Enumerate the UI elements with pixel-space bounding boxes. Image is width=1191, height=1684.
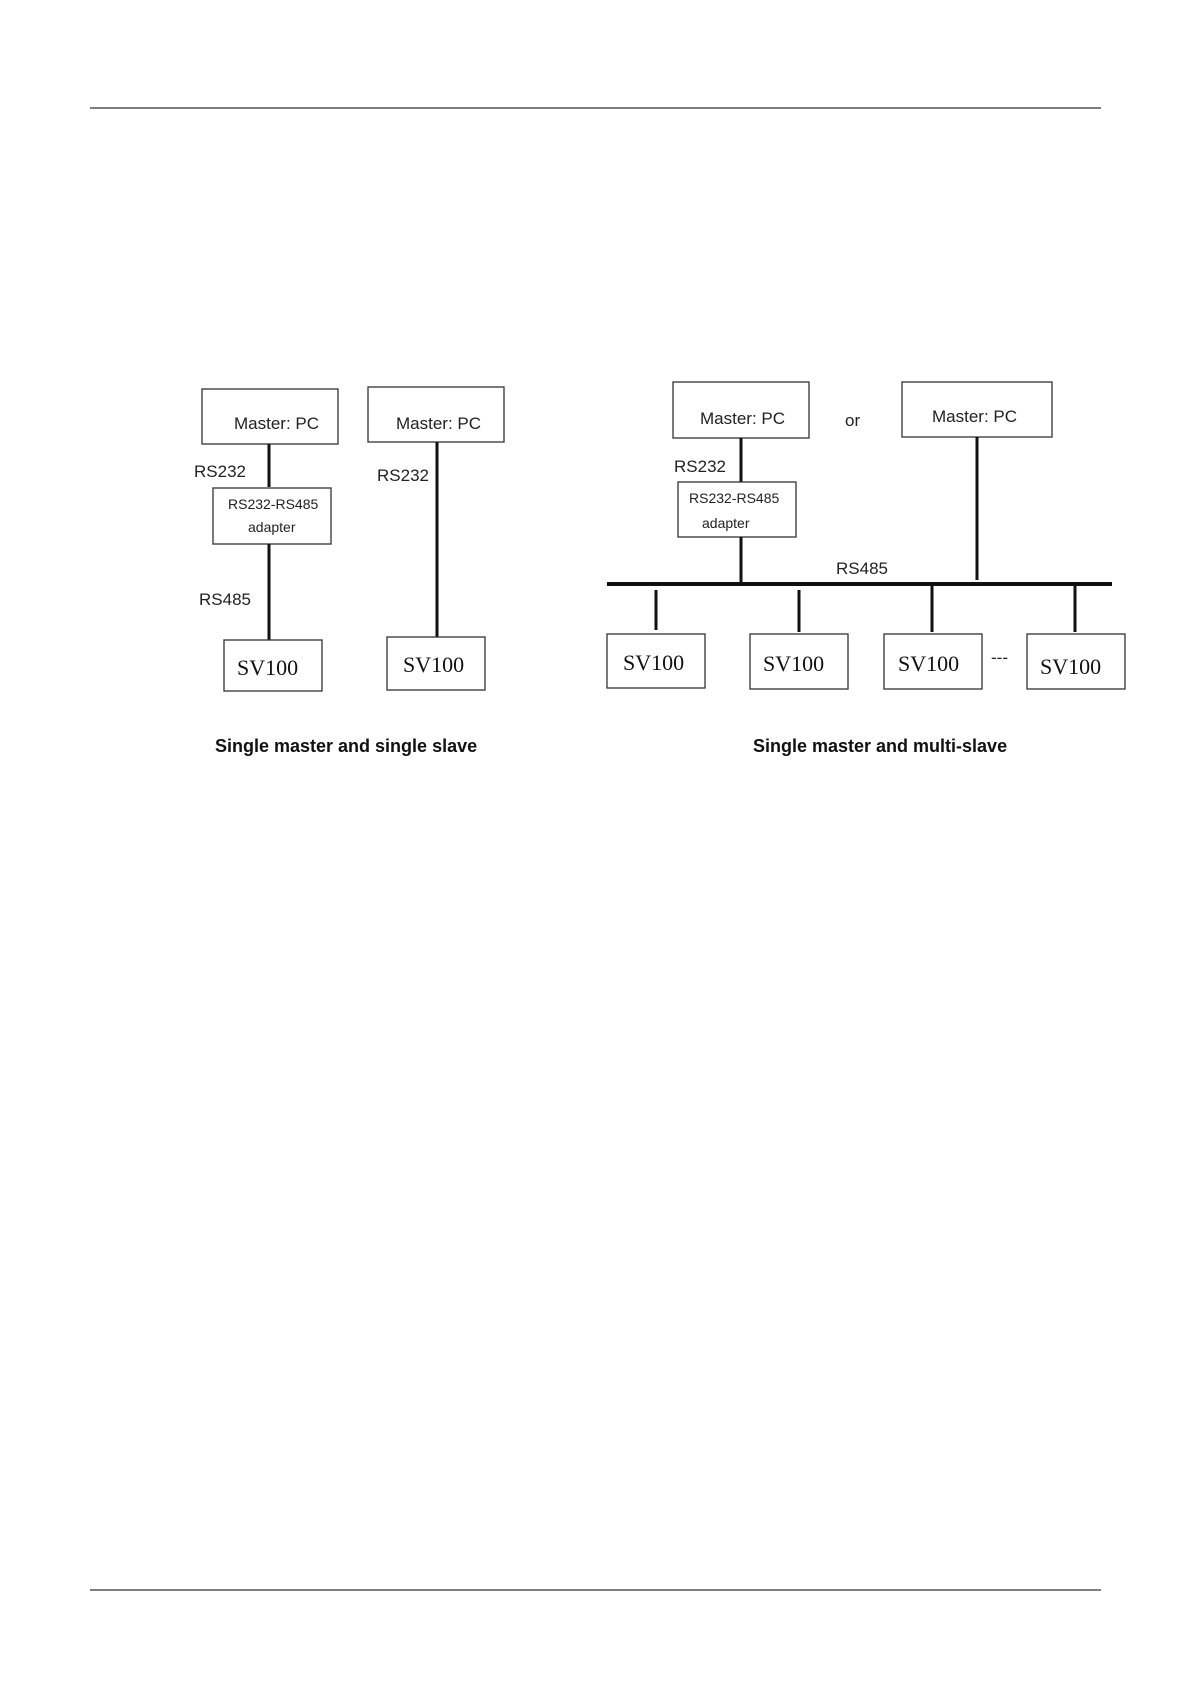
multi-slave-diagram: Master: PC RS232 RS232-RS485 adapter or … <box>607 382 1125 756</box>
adapter-label-line1: RS232-RS485 <box>689 490 779 506</box>
sv100-label: SV100 <box>403 652 464 677</box>
sv100-label: SV100 <box>623 650 684 675</box>
sv100-label: SV100 <box>898 651 959 676</box>
master-pc-label: Master: PC <box>396 414 481 433</box>
adapter-label-line2: adapter <box>248 519 296 535</box>
sv100-label: SV100 <box>763 651 824 676</box>
single-slave-variant-adapter: Master: PC RS232 RS232-RS485 adapter RS4… <box>194 389 338 691</box>
adapter-label-line2: adapter <box>702 515 750 531</box>
ellipsis-label: --- <box>991 648 1008 667</box>
single-slave-caption: Single master and single slave <box>215 736 477 756</box>
single-slave-variant-direct: Master: PC RS232 SV100 <box>368 387 504 690</box>
master-pc-label: Master: PC <box>234 414 319 433</box>
rs485-label: RS485 <box>199 590 251 609</box>
master-pc-label: Master: PC <box>700 409 785 428</box>
master-pc-label: Master: PC <box>932 407 1017 426</box>
sv100-label: SV100 <box>237 655 298 680</box>
rs485-bus-label: RS485 <box>836 559 888 578</box>
single-slave-diagram: Master: PC RS232 RS232-RS485 adapter RS4… <box>194 387 504 756</box>
rs232-label: RS232 <box>674 457 726 476</box>
multi-slave-caption: Single master and multi-slave <box>753 736 1007 756</box>
rs232-label: RS232 <box>377 466 429 485</box>
sv100-label: SV100 <box>1040 654 1101 679</box>
or-label: or <box>845 411 860 430</box>
adapter-label-line1: RS232-RS485 <box>228 496 318 512</box>
rs232-label: RS232 <box>194 462 246 481</box>
